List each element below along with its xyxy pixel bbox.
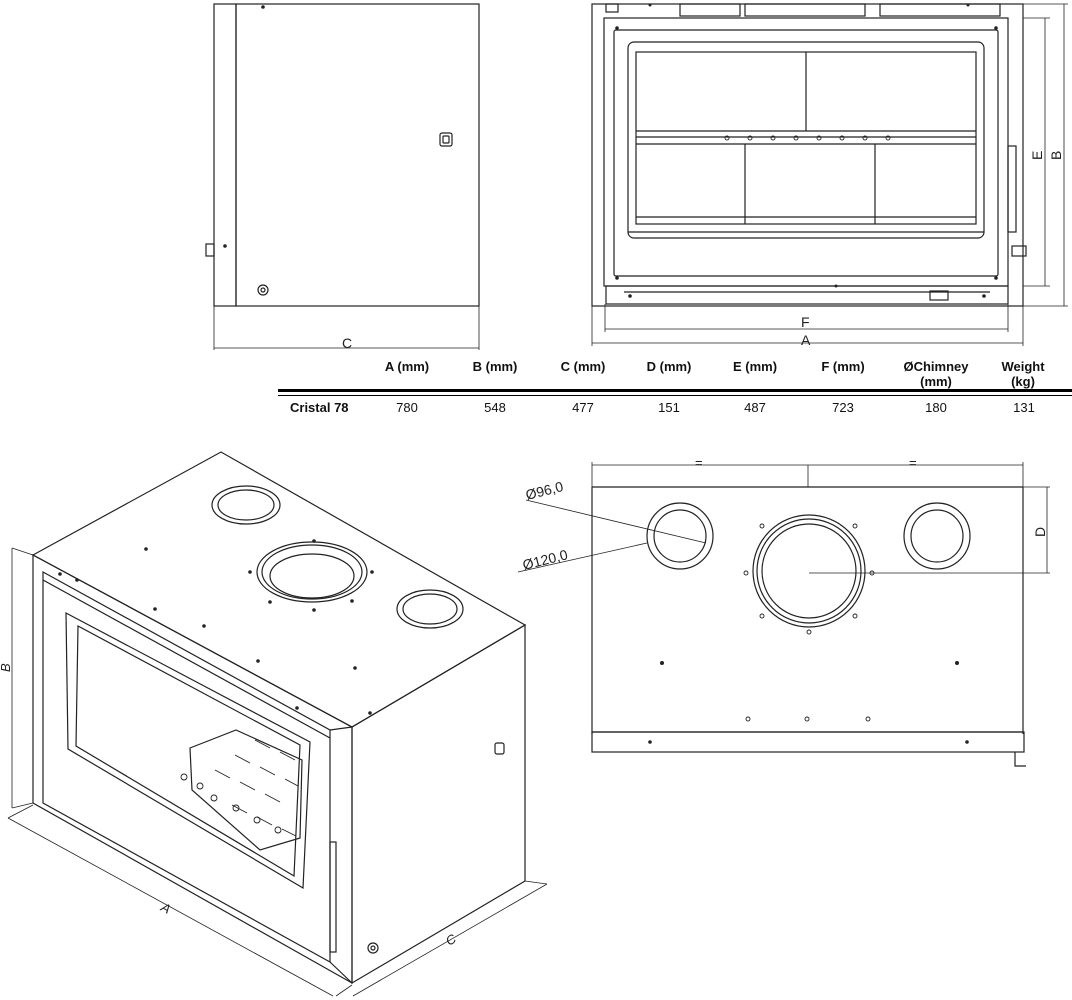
front-dim-f-label: F	[801, 314, 810, 330]
col-e-header: E (mm)	[732, 359, 778, 374]
front-dim-a-label: A	[801, 332, 811, 348]
value-chimney: 180	[925, 400, 947, 415]
table-rule-thick	[278, 389, 1072, 392]
value-f: 723	[832, 400, 854, 415]
value-a: 780	[396, 400, 418, 415]
isometric-view	[7, 451, 548, 997]
side-view	[205, 3, 480, 350]
col-weight-header: Weight (kg)	[1001, 359, 1045, 389]
top-view-holes	[743, 523, 875, 722]
front-view-vent-holes	[724, 135, 891, 141]
front-dim-b-label: B	[1048, 151, 1064, 160]
top-dim-d-label: D	[1032, 527, 1048, 537]
iso-firebase-slots	[180, 739, 299, 837]
front-view	[591, 3, 1068, 346]
col-f-header: F (mm)	[821, 359, 865, 374]
value-weight: 131	[1013, 400, 1035, 415]
iso-dim-b-label: B	[0, 663, 13, 672]
front-dim-e-label: E	[1029, 151, 1045, 160]
value-c: 477	[572, 400, 594, 415]
top-equal-left-label: =	[695, 455, 703, 470]
side-dim-c-label: C	[342, 335, 352, 351]
value-d: 151	[658, 400, 680, 415]
model-name: Cristal 78	[290, 400, 349, 415]
col-a-header: A (mm)	[384, 359, 430, 374]
top-view	[517, 462, 1050, 767]
top-dia-small-label: Ø96,0	[524, 478, 565, 503]
col-b-header: B (mm)	[472, 359, 518, 374]
top-view-rivets	[648, 661, 969, 744]
col-d-header: D (mm)	[646, 359, 692, 374]
table-rule-thin	[278, 395, 1072, 396]
top-dia-large-label: Ø120,0	[521, 546, 570, 573]
iso-rivets	[58, 539, 374, 715]
value-b: 548	[484, 400, 506, 415]
iso-dim-c-label: C	[443, 931, 459, 949]
col-chimney-header: ØChimney (mm)	[903, 359, 969, 389]
value-e: 487	[744, 400, 766, 415]
col-c-header: C (mm)	[560, 359, 606, 374]
front-view-rivets	[615, 3, 998, 298]
top-equal-right-label: =	[909, 455, 917, 470]
spec-table: A (mm) B (mm) C (mm) D (mm) E (mm) F (mm…	[278, 356, 1072, 416]
